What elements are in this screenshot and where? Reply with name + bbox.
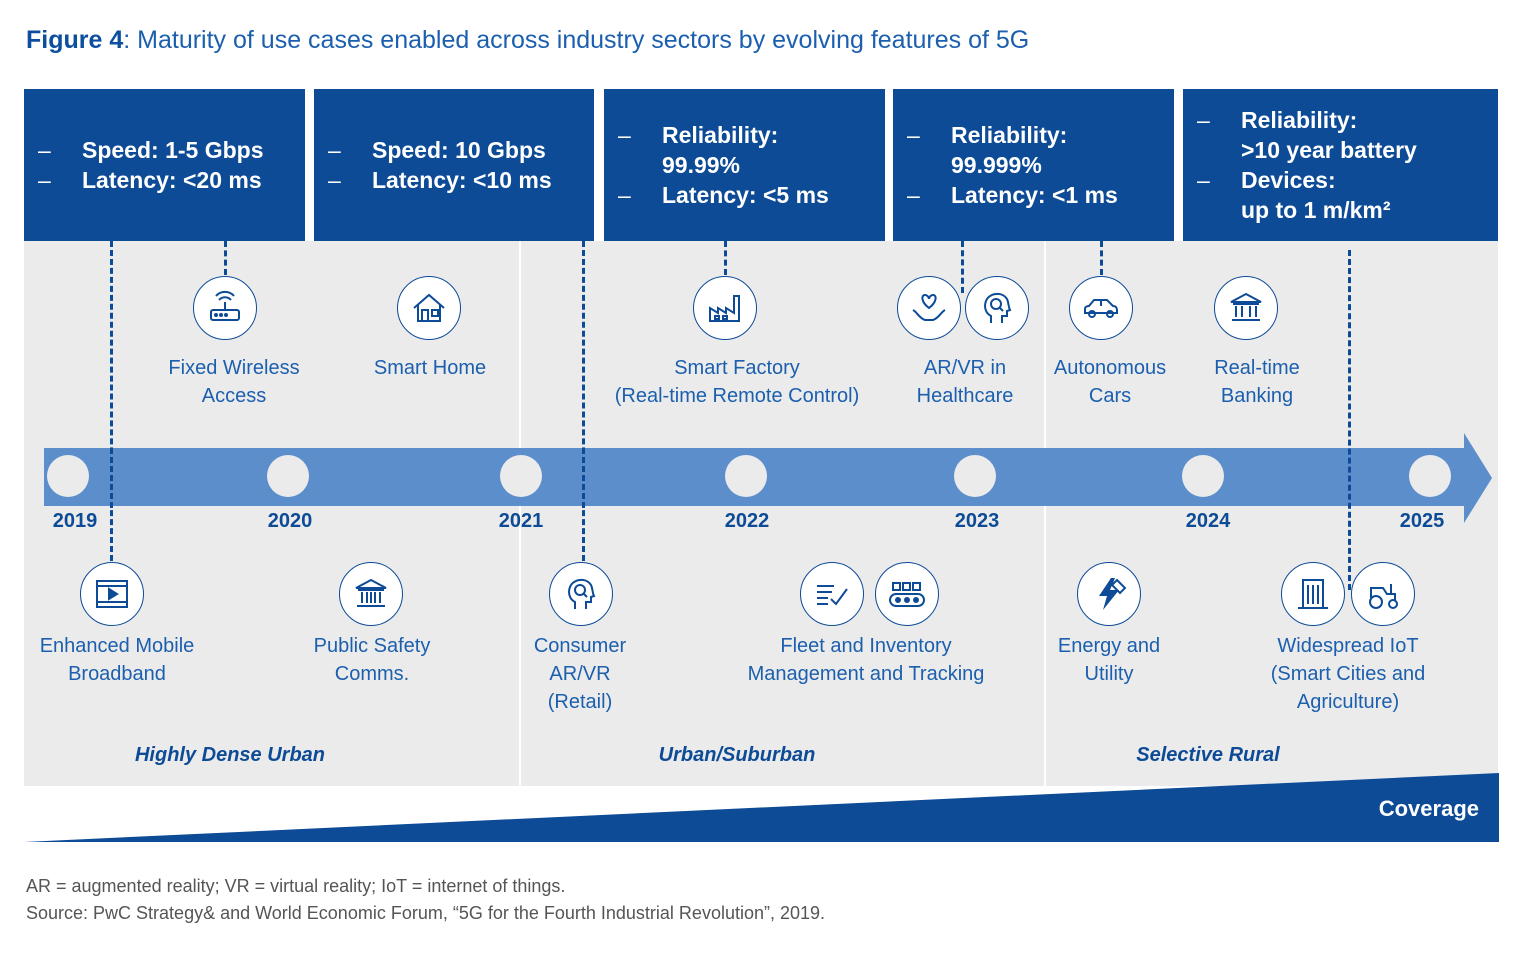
connector-line bbox=[1348, 250, 1351, 590]
use-case-label: Enhanced Mobile Broadband bbox=[39, 635, 195, 685]
use-case-label: AR/VR in Healthcare bbox=[916, 357, 1014, 407]
year-label: 2020 bbox=[267, 510, 313, 532]
feature-box-4: –Reliability: 99.999% –Latency: <1 ms bbox=[893, 89, 1174, 241]
head-search-icon bbox=[549, 562, 613, 626]
year-label: 2025 bbox=[1399, 510, 1445, 532]
year-label: 2022 bbox=[724, 510, 770, 532]
year-label: 2021 bbox=[498, 510, 544, 532]
timeline-dot bbox=[267, 455, 309, 497]
feature-text: Latency: <10 ms bbox=[372, 167, 552, 193]
zone-label: Urban/Suburban bbox=[658, 744, 816, 766]
heart-hands-icon bbox=[897, 276, 961, 340]
feature-text: Latency: <20 ms bbox=[82, 167, 262, 193]
connector-line bbox=[582, 448, 585, 508]
bank-icon bbox=[1214, 276, 1278, 340]
feature-text: Reliability: >10 year battery bbox=[1241, 107, 1417, 163]
feature-text: Latency: <5 ms bbox=[662, 182, 829, 208]
timeline-dot bbox=[500, 455, 542, 497]
tractor-icon bbox=[1351, 562, 1415, 626]
feature-box-1: –Speed: 1-5 Gbps –Latency: <20 ms bbox=[24, 89, 305, 241]
use-case-label: Consumer AR/VR (Retail) bbox=[533, 635, 627, 713]
timeline-dot bbox=[725, 455, 767, 497]
connector-line bbox=[961, 241, 964, 293]
year-label: 2023 bbox=[954, 510, 1000, 532]
factory-icon bbox=[693, 276, 757, 340]
feature-text: Reliability: 99.99% bbox=[662, 122, 779, 178]
connector-line bbox=[582, 241, 585, 561]
use-case-label: Fixed Wireless Access bbox=[168, 357, 300, 407]
connector-line bbox=[724, 241, 727, 275]
city-building-icon bbox=[1281, 562, 1345, 626]
router-icon bbox=[193, 276, 257, 340]
use-case-label: Widespread IoT (Smart Cities and Agricul… bbox=[1270, 635, 1426, 713]
house-icon bbox=[397, 276, 461, 340]
use-case-label: Fleet and Inventory Management and Track… bbox=[747, 635, 985, 685]
feature-text: Speed: 10 Gbps bbox=[372, 137, 546, 163]
timeline-dot bbox=[47, 455, 89, 497]
feature-text: Latency: <1 ms bbox=[951, 182, 1118, 208]
video-play-icon bbox=[80, 562, 144, 626]
use-case-label: Public Safety Comms. bbox=[313, 635, 431, 685]
government-building-icon bbox=[339, 562, 403, 626]
footnote-abbreviations: AR = augmented reality; VR = virtual rea… bbox=[26, 876, 566, 896]
figure-caption: : Maturity of use cases enabled across i… bbox=[123, 26, 1030, 54]
figure-title: Figure 4: Maturity of use cases enabled … bbox=[26, 26, 1029, 55]
use-case-label: Smart Home bbox=[373, 357, 487, 379]
connector-line bbox=[110, 241, 113, 561]
timeline-dot bbox=[1182, 455, 1224, 497]
figure-number: Figure 4 bbox=[26, 26, 124, 54]
use-case-label: Energy and Utility bbox=[1057, 635, 1161, 685]
use-case-label: Real-time Banking bbox=[1214, 357, 1300, 407]
feature-text: Devices: up to 1 m/km² bbox=[1241, 167, 1391, 223]
feature-box-5: –Reliability: >10 year battery –Devices:… bbox=[1183, 89, 1498, 241]
power-lightning-icon bbox=[1077, 562, 1141, 626]
connector-line bbox=[110, 448, 113, 508]
zone-label: Selective Rural bbox=[1136, 744, 1280, 766]
head-search-icon bbox=[965, 276, 1029, 340]
year-label: 2019 bbox=[52, 510, 98, 532]
feature-text: Speed: 1-5 Gbps bbox=[82, 137, 264, 163]
connector-line bbox=[224, 241, 227, 275]
connector-line bbox=[1100, 241, 1103, 275]
feature-box-3: –Reliability: 99.99% –Latency: <5 ms bbox=[604, 89, 885, 241]
car-icon bbox=[1069, 276, 1133, 340]
checklist-icon bbox=[800, 562, 864, 626]
coverage-label: Coverage bbox=[1378, 796, 1479, 821]
timeline-dot bbox=[1409, 455, 1451, 497]
feature-text: Reliability: 99.999% bbox=[951, 122, 1068, 178]
timeline-dot bbox=[954, 455, 996, 497]
timeline-arrow bbox=[44, 433, 1492, 523]
feature-box-2: –Speed: 10 Gbps –Latency: <10 ms bbox=[314, 89, 594, 241]
zone-panel-suburban bbox=[521, 241, 1044, 786]
use-case-label: Smart Factory (Real-time Remote Control) bbox=[614, 357, 860, 407]
year-label: 2024 bbox=[1185, 510, 1231, 532]
zone-label: Highly Dense Urban bbox=[134, 744, 326, 766]
coverage-wedge bbox=[24, 773, 1499, 842]
conveyor-icon bbox=[875, 562, 939, 626]
use-case-label: Autonomous Cars bbox=[1053, 357, 1167, 407]
footnote-source: Source: PwC Strategy& and World Economic… bbox=[26, 903, 826, 923]
